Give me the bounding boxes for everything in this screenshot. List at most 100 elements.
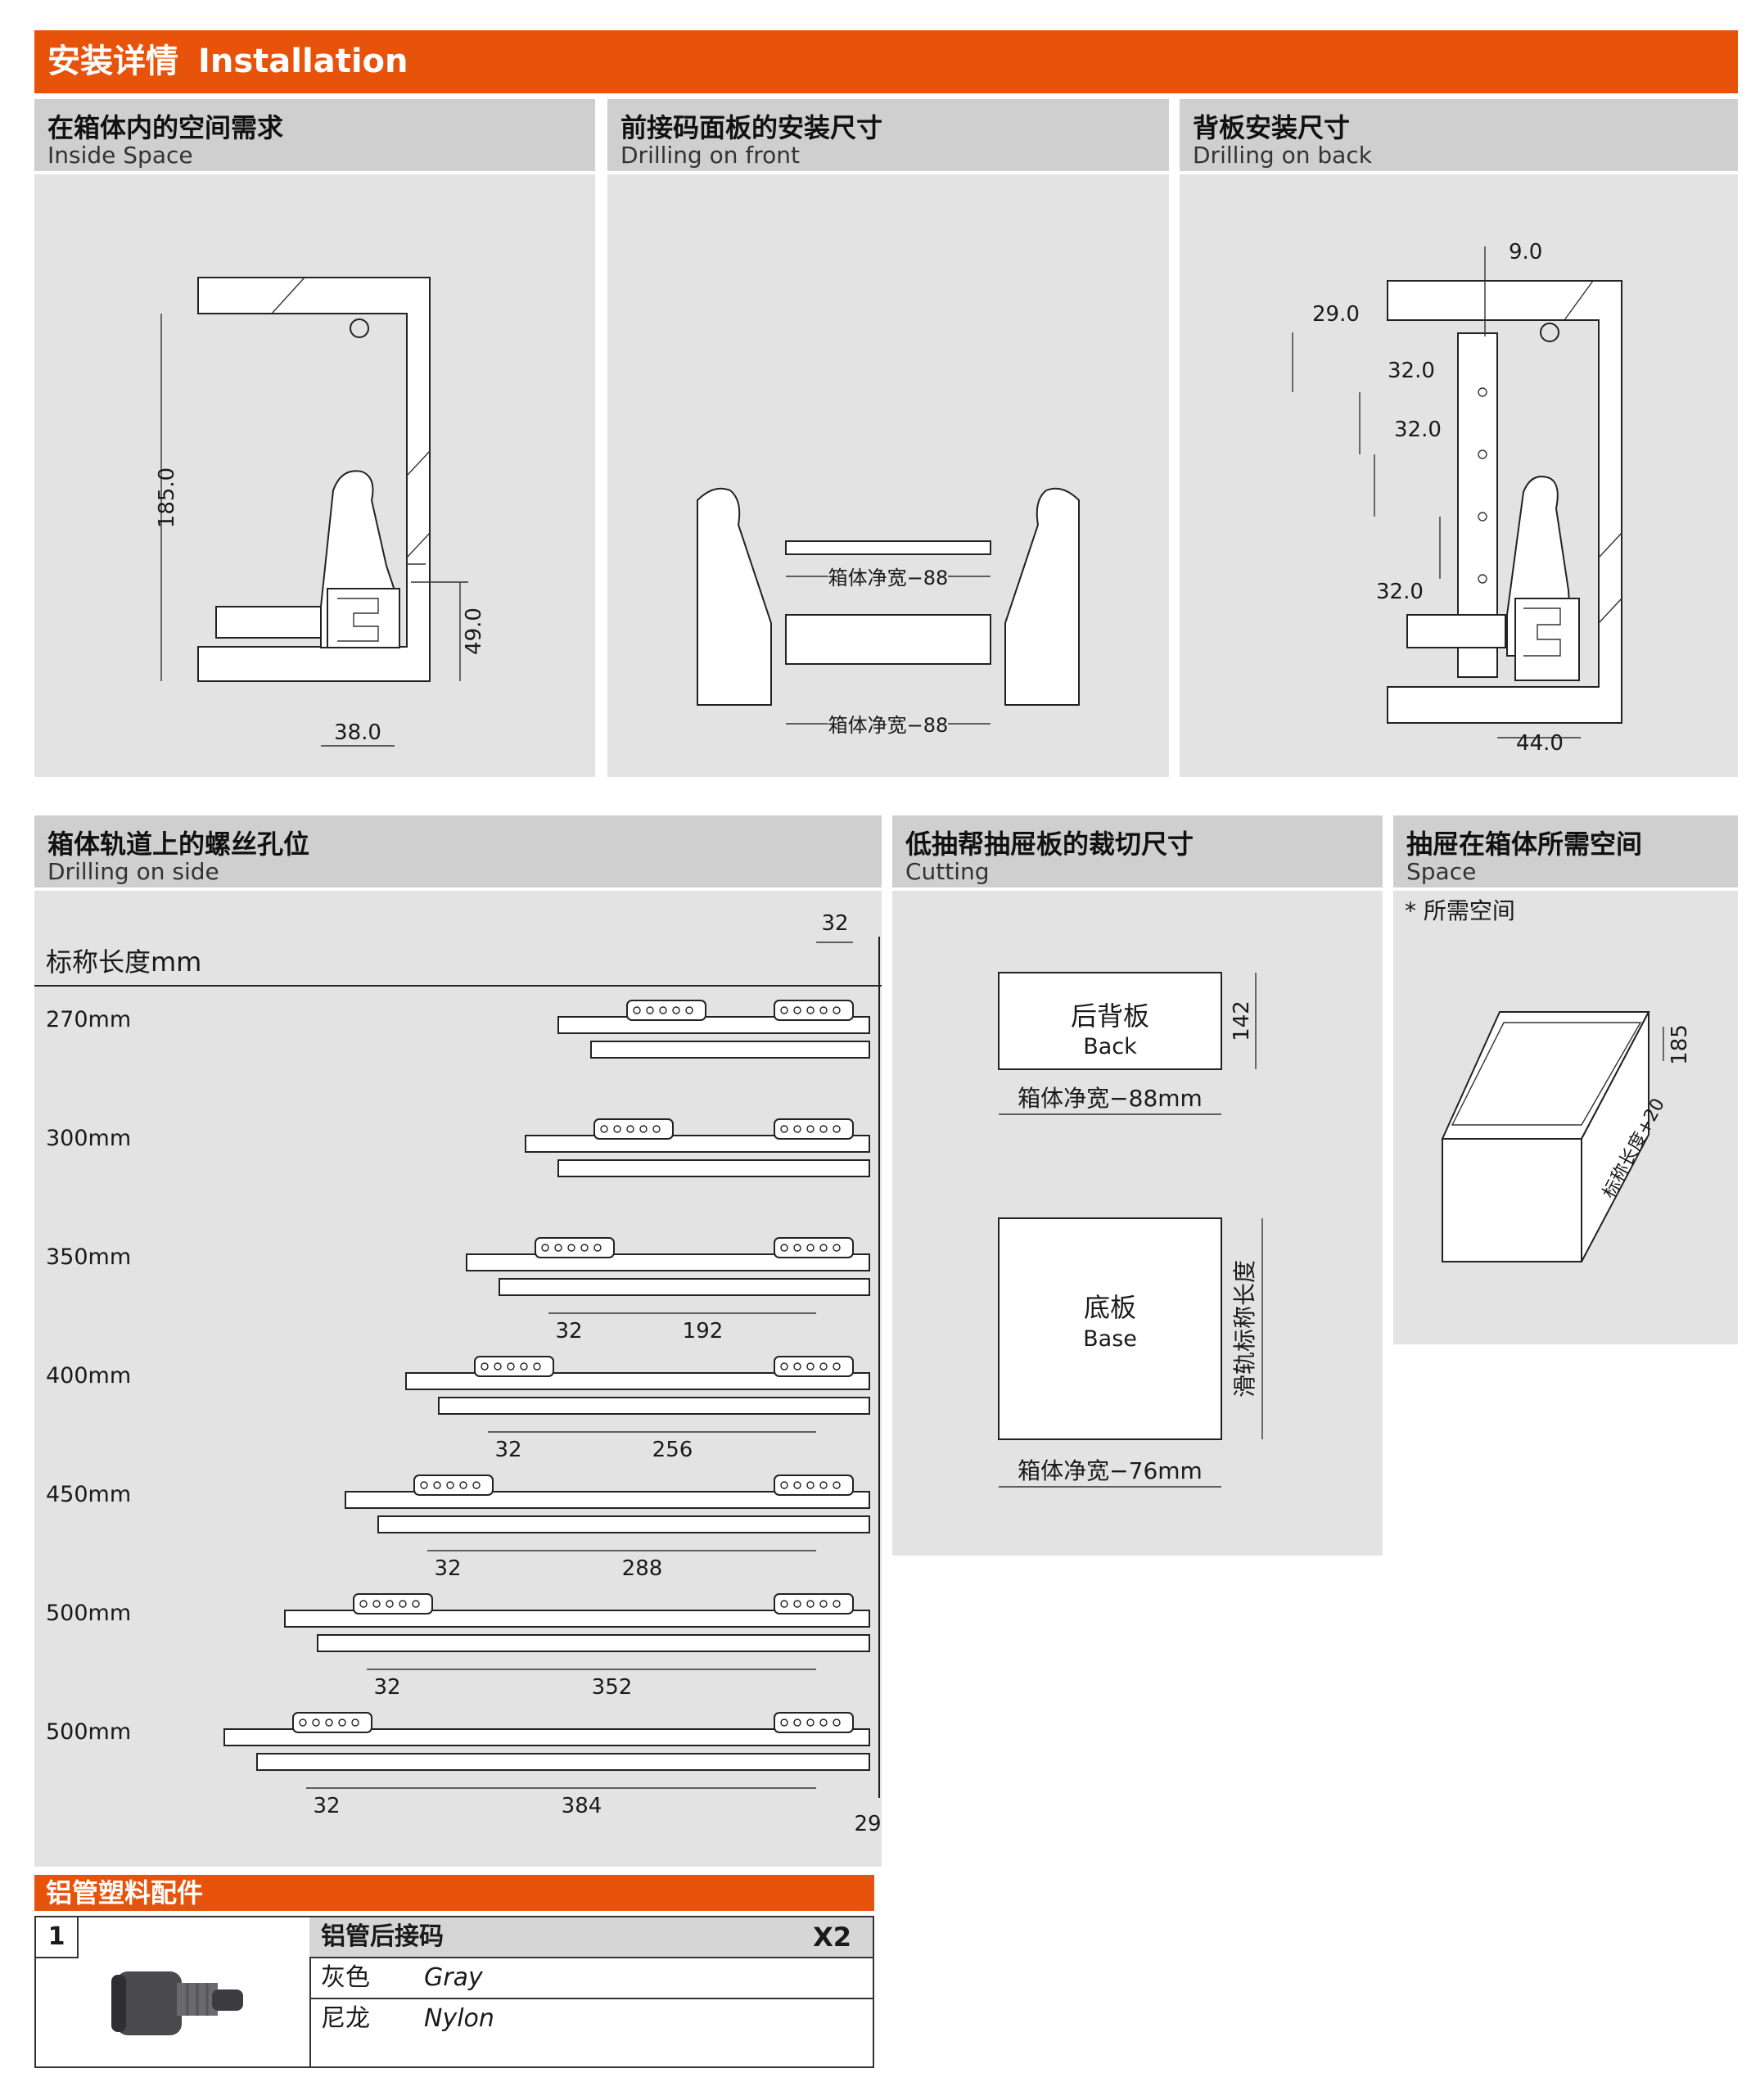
label-bottom: 箱体净宽−88 [828,714,949,737]
right-side-panel [1004,487,1080,706]
back-board-height: 142 [1230,1000,1254,1041]
page-title-banner: 安装详情 Installation [34,30,1738,93]
space-panel: 抽屉在箱体所需空间 Space * 所需空间 185 标称长度+20 [1393,815,1738,1344]
panel-title-cn: 背板安装尺寸 [1193,112,1351,143]
accessory-color-cn: 灰色 [321,1963,370,1992]
dim-a: 32 [313,1794,340,1818]
rail-bottom [590,1041,870,1059]
base-board-cn: 底板 [1084,1292,1136,1323]
accessory-number: 1 [36,1917,79,1958]
length-label: 450mm [46,1482,131,1507]
length-label: 500mm [46,1719,131,1745]
accessory-image-cell [36,1917,311,2066]
panel-header: 抽屉在箱体所需空间 Space [1393,815,1738,891]
accessory-color-en: Gray [424,1963,483,1992]
accessory-material-row: 尼龙 Nylon [309,1999,873,2039]
side-top-dim: 32 [821,911,848,936]
drawer-side [1581,1011,1649,1262]
back-board-width: 箱体净宽−88mm [1018,1085,1203,1112]
panel-header: 前接码面板的安装尺寸 Drilling on front [607,99,1169,174]
hatch-line [406,450,431,476]
back-board-cn: 后背板 [1071,1000,1149,1032]
cabinet-wall [1387,280,1622,724]
dim-a: 32 [555,1319,582,1344]
panel-header: 低抽帮抽屉板的裁切尺寸 Cutting [892,815,1383,891]
dim-bottom: 49.0 [462,607,486,655]
drilling-back-diagram: 9.0 29.0 32.0 32.0 32.0 44.0 [1292,240,1622,756]
side-heading: 标称长度mm [46,946,201,978]
accessory-color-row: 灰色 Gray [309,1958,873,1999]
dim-b: 384 [562,1794,602,1818]
base-board-en: Base [1083,1326,1137,1352]
drilling-front-diagram: 箱体净宽−88 箱体净宽−88 [697,487,1080,737]
page-title-en: Installation [198,43,408,80]
accessories-banner: 铝管塑料配件 [34,1875,874,1911]
runner-profile [327,588,400,648]
dim-32-a: 32.0 [1388,359,1435,383]
accessory-table: 1 铝管后接码 X2 灰色 Gray 尼龙 Nylon [34,1916,874,2068]
front-rail-bottom [785,614,991,665]
dim-44: 44.0 [1516,731,1564,756]
length-label: 270mm [46,1007,131,1032]
accessories-title: 铝管塑料配件 [46,1877,204,1908]
accessory-name-row: 铝管后接码 X2 [309,1917,873,1958]
panel-title-cn: 抽屉在箱体所需空间 [1406,829,1643,860]
dim-a: 32 [434,1556,461,1581]
panel-title-en: Cutting [905,858,990,885]
front-rail-top [785,540,991,555]
rail-bottom [377,1515,870,1533]
dim-width: 38.0 [334,720,381,745]
dim-32-b: 32.0 [1394,418,1442,442]
length-label: 400mm [46,1363,131,1389]
rail-bottom [438,1397,870,1415]
drawer-bottom-panel [215,606,322,639]
accessory-qty: X2 [813,1922,851,1953]
dim-29: 29.0 [1312,302,1360,327]
panel-title-en: Drilling on front [621,142,800,169]
panel-title-cn: 前接码面板的安装尺寸 [621,112,883,143]
panel-title-en: Drilling on back [1193,142,1372,169]
drawer-front [1442,1138,1582,1262]
back-board [998,972,1222,1070]
drilling-back-panel: 背板安装尺寸 Drilling on back 9.0 29.0 32.0 32… [1180,99,1738,777]
drilling-side-panel: 箱体轨道上的螺丝孔位 Drilling on side 标称长度mm 32 29… [34,815,882,1867]
panel-title-cn: 低抽帮抽屉板的裁切尺寸 [905,829,1194,860]
dim-9: 9.0 [1509,240,1542,264]
length-label: 300mm [46,1126,131,1151]
hole-circle [350,318,369,338]
dim-a: 32 [373,1675,400,1700]
length-label: 350mm [46,1244,131,1270]
cutting-panel: 低抽帮抽屉板的裁切尺寸 Cutting 后背板 Back 142 箱体净宽−88… [892,815,1383,1556]
panel-header: 背板安装尺寸 Drilling on back [1180,99,1738,174]
back-board-en: Back [1083,1034,1137,1059]
base-board [998,1217,1222,1440]
dim-height: 185.0 [155,467,179,528]
dim-a: 32 [494,1438,521,1462]
inside-space-diagram: 185.0 49.0 38.0 [155,277,486,747]
accessory-material-en: Nylon [424,2004,494,2033]
dim-b: 192 [683,1319,724,1344]
rail-bottom [256,1753,870,1771]
rail-bottom [499,1278,870,1296]
drilling-front-panel: 前接码面板的安装尺寸 Drilling on front 箱体净宽−88 箱体净… [607,99,1169,777]
accessory-material-cn: 尼龙 [321,2004,370,2033]
inside-space-panel: 在箱体内的空间需求 Inside Space 185.0 49.0 38.0 [34,99,595,777]
dim-32-c: 32.0 [1376,580,1424,604]
page-title-cn: 安装详情 [47,43,178,80]
accessory-details: 铝管后接码 X2 灰色 Gray 尼龙 Nylon [309,1917,873,2066]
rail-bottom [317,1634,870,1652]
panel-title-en: Space [1406,858,1477,885]
panel-title-en: Inside Space [47,142,193,169]
dim-b: 256 [652,1438,693,1462]
length-label: 500mm [46,1601,131,1626]
panel-title-cn: 在箱体内的空间需求 [47,112,284,143]
hatch-line [271,277,305,314]
rail-bottom [557,1159,870,1177]
space-note: * 所需空间 [1405,897,1515,924]
rail-top [223,1728,870,1746]
hatch-line [406,532,431,558]
panel-title-en: Drilling on side [47,858,219,885]
cabinet-wall [197,277,431,682]
rail-top [284,1610,870,1628]
